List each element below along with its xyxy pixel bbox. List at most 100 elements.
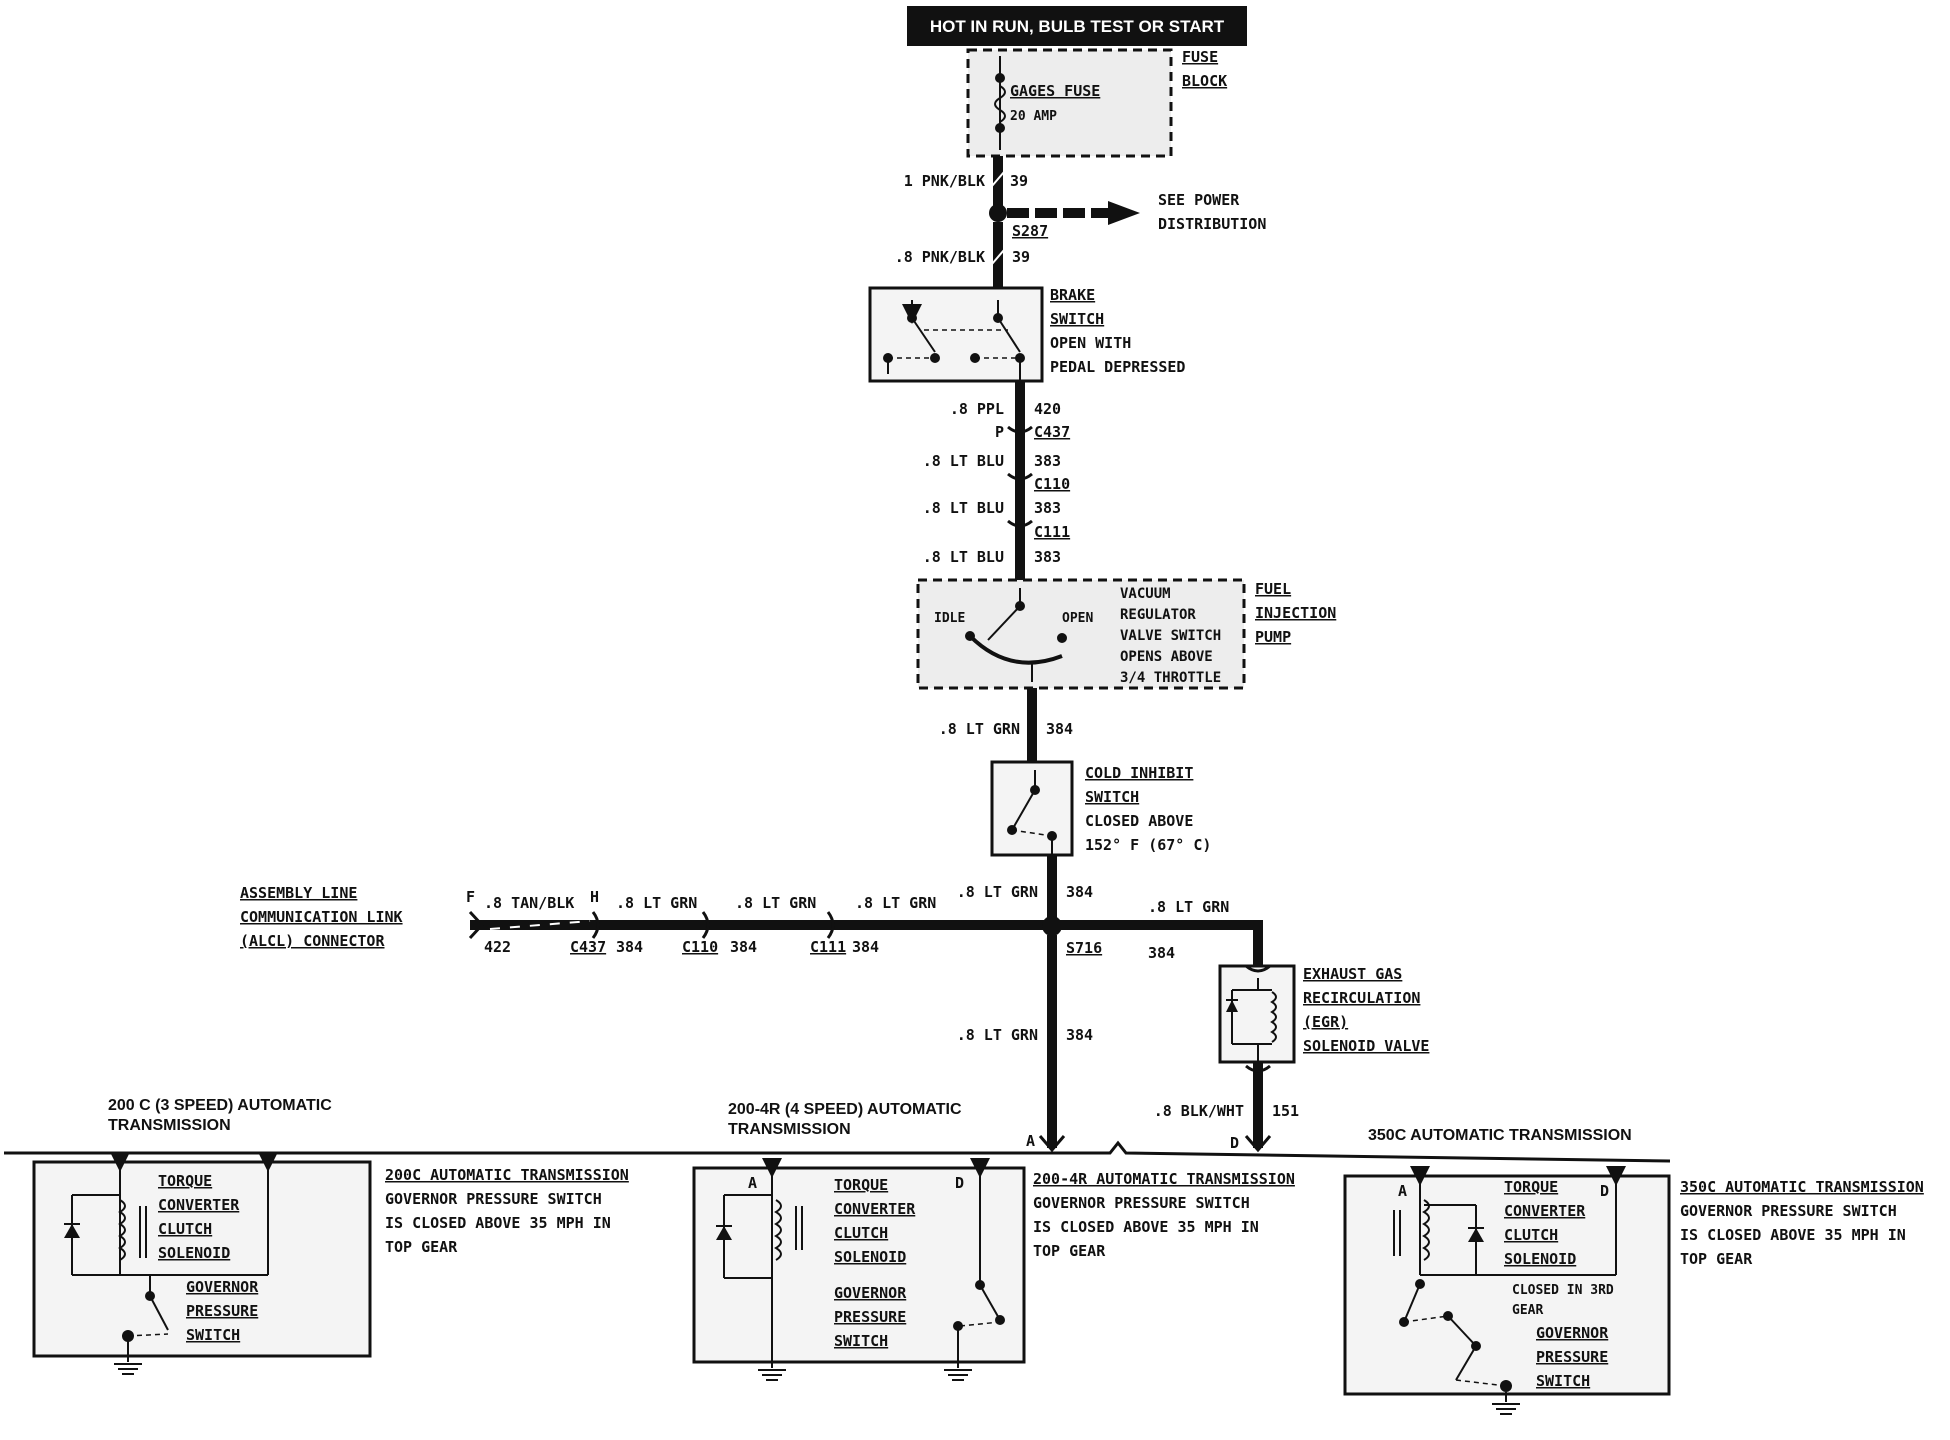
- wire-circuit: 384: [1046, 720, 1073, 738]
- gov-line-2: PRESSURE: [186, 1302, 258, 1320]
- tcc-line-4: SOLENOID: [158, 1244, 230, 1262]
- note-line-3: IS CLOSED ABOVE 35 MPH IN: [1033, 1218, 1259, 1236]
- note-line-2: GOVERNOR PRESSURE SWITCH: [1680, 1202, 1897, 1220]
- note-line-3: IS CLOSED ABOVE 35 MPH IN: [1680, 1226, 1906, 1244]
- note-line-1: 200-4R AUTOMATIC TRANSMISSION: [1033, 1170, 1295, 1188]
- note-line-4: TOP GEAR: [1033, 1242, 1106, 1260]
- wire-circuit: 384: [1148, 944, 1175, 962]
- egr-line-1: EXHAUST GAS: [1303, 965, 1402, 983]
- gov-line-2: PRESSURE: [834, 1308, 906, 1326]
- tcc-line-1: TORQUE: [158, 1172, 212, 1190]
- wire-gauge: .8 LT GRN: [1148, 898, 1229, 916]
- c110-label: C110: [1034, 475, 1070, 493]
- egr-solenoid-valve: EXHAUST GAS RECIRCULATION (EGR) SOLENOID…: [1218, 964, 1429, 1064]
- gov-line-1: GOVERNOR: [1536, 1324, 1609, 1342]
- w2-circuit: 383: [1034, 452, 1061, 470]
- pump-line-2: INJECTION: [1255, 604, 1336, 622]
- wire-39-brake: .8 PNK/BLK 39: [895, 222, 1030, 288]
- brake-line-4: PEDAL DEPRESSED: [1050, 358, 1185, 376]
- wire-384-egr: .8 LT GRN 384: [1060, 898, 1263, 966]
- egr-line-4: SOLENOID VALVE: [1303, 1037, 1429, 1055]
- alcl-c110: C110: [682, 938, 718, 956]
- power-header: HOT IN RUN, BULB TEST OR START: [907, 6, 1247, 46]
- gov-line-1: GOVERNOR: [186, 1278, 259, 1296]
- wire-circuit: 39: [1012, 248, 1030, 266]
- vac-line-4: OPENS ABOVE: [1120, 649, 1213, 665]
- wire-384-cold: .8 LT GRN 384: [939, 688, 1073, 762]
- egr-line-2: RECIRCULATION: [1303, 989, 1420, 1007]
- gov-line-3: SWITCH: [834, 1332, 888, 1350]
- fuse-rating: 20 AMP: [1010, 109, 1057, 124]
- note-line-2: GOVERNOR PRESSURE SWITCH: [1033, 1194, 1250, 1212]
- vac-line-5: 3/4 THROTTLE: [1120, 670, 1221, 686]
- gov-line-2: PRESSURE: [1536, 1348, 1608, 1366]
- note-line-3: IS CLOSED ABOVE 35 MPH IN: [385, 1214, 611, 1232]
- wire-circuit: 384: [1066, 1026, 1093, 1044]
- idle-label: IDLE: [934, 611, 965, 626]
- tcc-line-1: TORQUE: [1504, 1178, 1558, 1196]
- w3-gauge: .8 LT BLU: [923, 499, 1004, 517]
- vac-line-3: VALVE SWITCH: [1120, 628, 1221, 644]
- alcl-c111: C111: [810, 938, 846, 956]
- alcl-w1-gauge: .8 TAN/BLK: [484, 894, 574, 912]
- wire-384-a: .8 LT GRN 384 A: [957, 935, 1093, 1153]
- alcl-w2-circuit: 384: [616, 938, 643, 956]
- note-line-2: GOVERNOR PRESSURE SWITCH: [385, 1190, 602, 1208]
- w4-circuit: 383: [1034, 548, 1061, 566]
- cold-line-3: CLOSED ABOVE: [1085, 812, 1193, 830]
- alcl-line-2: COMMUNICATION LINK: [240, 908, 403, 926]
- pin-d-label: D: [955, 1174, 964, 1192]
- w3-circuit: 383: [1034, 499, 1061, 517]
- tcc-line-2: CONVERTER: [158, 1196, 240, 1214]
- pin-a-label: A: [748, 1174, 757, 1192]
- wire-gauge: .8 LT GRN: [957, 1026, 1038, 1044]
- tcc-line-1: TORQUE: [834, 1176, 888, 1194]
- cold-inhibit-switch: COLD INHIBIT SWITCH CLOSED ABOVE 152° F …: [990, 760, 1211, 857]
- cold-line-4: 152° F (67° C): [1085, 836, 1211, 854]
- w4-gauge: .8 LT BLU: [923, 548, 1004, 566]
- note-line-1: 200C AUTOMATIC TRANSMISSION: [385, 1166, 629, 1184]
- tcc-line-4: SOLENOID: [1504, 1250, 1576, 1268]
- open-label: OPEN: [1062, 611, 1093, 626]
- wire-384-s716: .8 LT GRN 384: [957, 855, 1093, 927]
- brake-line-1: BRAKE: [1050, 286, 1095, 304]
- header-text: HOT IN RUN, BULB TEST OR START: [930, 17, 1225, 36]
- brake-line-2: SWITCH: [1050, 310, 1104, 328]
- trans-200c-heading-2: TRANSMISSION: [108, 1117, 231, 1134]
- vacuum-regulator-switch: IDLE OPEN VACUUM REGULATOR VALVE SWITCH …: [916, 578, 1336, 690]
- wire-circuit: 151: [1272, 1102, 1299, 1120]
- trans-200c: 200 C (3 SPEED) AUTOMATIC TRANSMISSION T…: [32, 1097, 629, 1375]
- wire-151: .8 BLK/WHT 151 D: [1154, 1062, 1299, 1153]
- trans-2004r-heading-1: 200-4R (4 SPEED) AUTOMATIC: [728, 1101, 962, 1118]
- gov-line-1: GOVERNOR: [834, 1284, 907, 1302]
- closed-3rd-1: CLOSED IN 3RD: [1512, 1283, 1614, 1298]
- trans-2004r-heading-2: TRANSMISSION: [728, 1121, 851, 1138]
- pin-d: D: [1230, 1134, 1239, 1152]
- tcc-line-3: CLUTCH: [158, 1220, 212, 1238]
- pump-line-3: PUMP: [1255, 628, 1291, 646]
- closed-3rd-2: GEAR: [1512, 1303, 1543, 1318]
- alcl-w3-circuit: 384: [730, 938, 757, 956]
- fuse-block: GAGES FUSE 20 AMP FUSE BLOCK: [966, 48, 1227, 158]
- wire-39-top: 1 PNK/BLK 39: [904, 156, 1028, 212]
- c111-label: C111: [1034, 523, 1070, 541]
- alcl-w4-circuit: 384: [852, 938, 879, 956]
- wire-gauge: .8 PNK/BLK: [895, 248, 985, 266]
- brake-switch: BRAKE SWITCH OPEN WITH PEDAL DEPRESSED: [868, 286, 1185, 383]
- vac-line-1: VACUUM: [1120, 586, 1171, 602]
- gov-line-3: SWITCH: [186, 1326, 240, 1344]
- tcc-line-3: CLUTCH: [834, 1224, 888, 1242]
- fuse-name: GAGES FUSE: [1010, 82, 1100, 100]
- see-power-1: SEE POWER: [1158, 191, 1240, 209]
- alcl-link: ASSEMBLY LINE COMMUNICATION LINK (ALCL) …: [240, 884, 1044, 956]
- tcc-line-3: CLUTCH: [1504, 1226, 1558, 1244]
- pin-d-label: D: [1600, 1182, 1609, 1200]
- w1-circuit: 420: [1034, 400, 1061, 418]
- note-line-4: TOP GEAR: [1680, 1250, 1753, 1268]
- transmission-separator: [4, 1140, 1671, 1163]
- pin-a: A: [1026, 1132, 1035, 1150]
- fuse-block-title-2: BLOCK: [1182, 72, 1227, 90]
- alcl-pin-f: F: [466, 888, 475, 906]
- alcl-w2-gauge: .8 LT GRN: [616, 894, 697, 912]
